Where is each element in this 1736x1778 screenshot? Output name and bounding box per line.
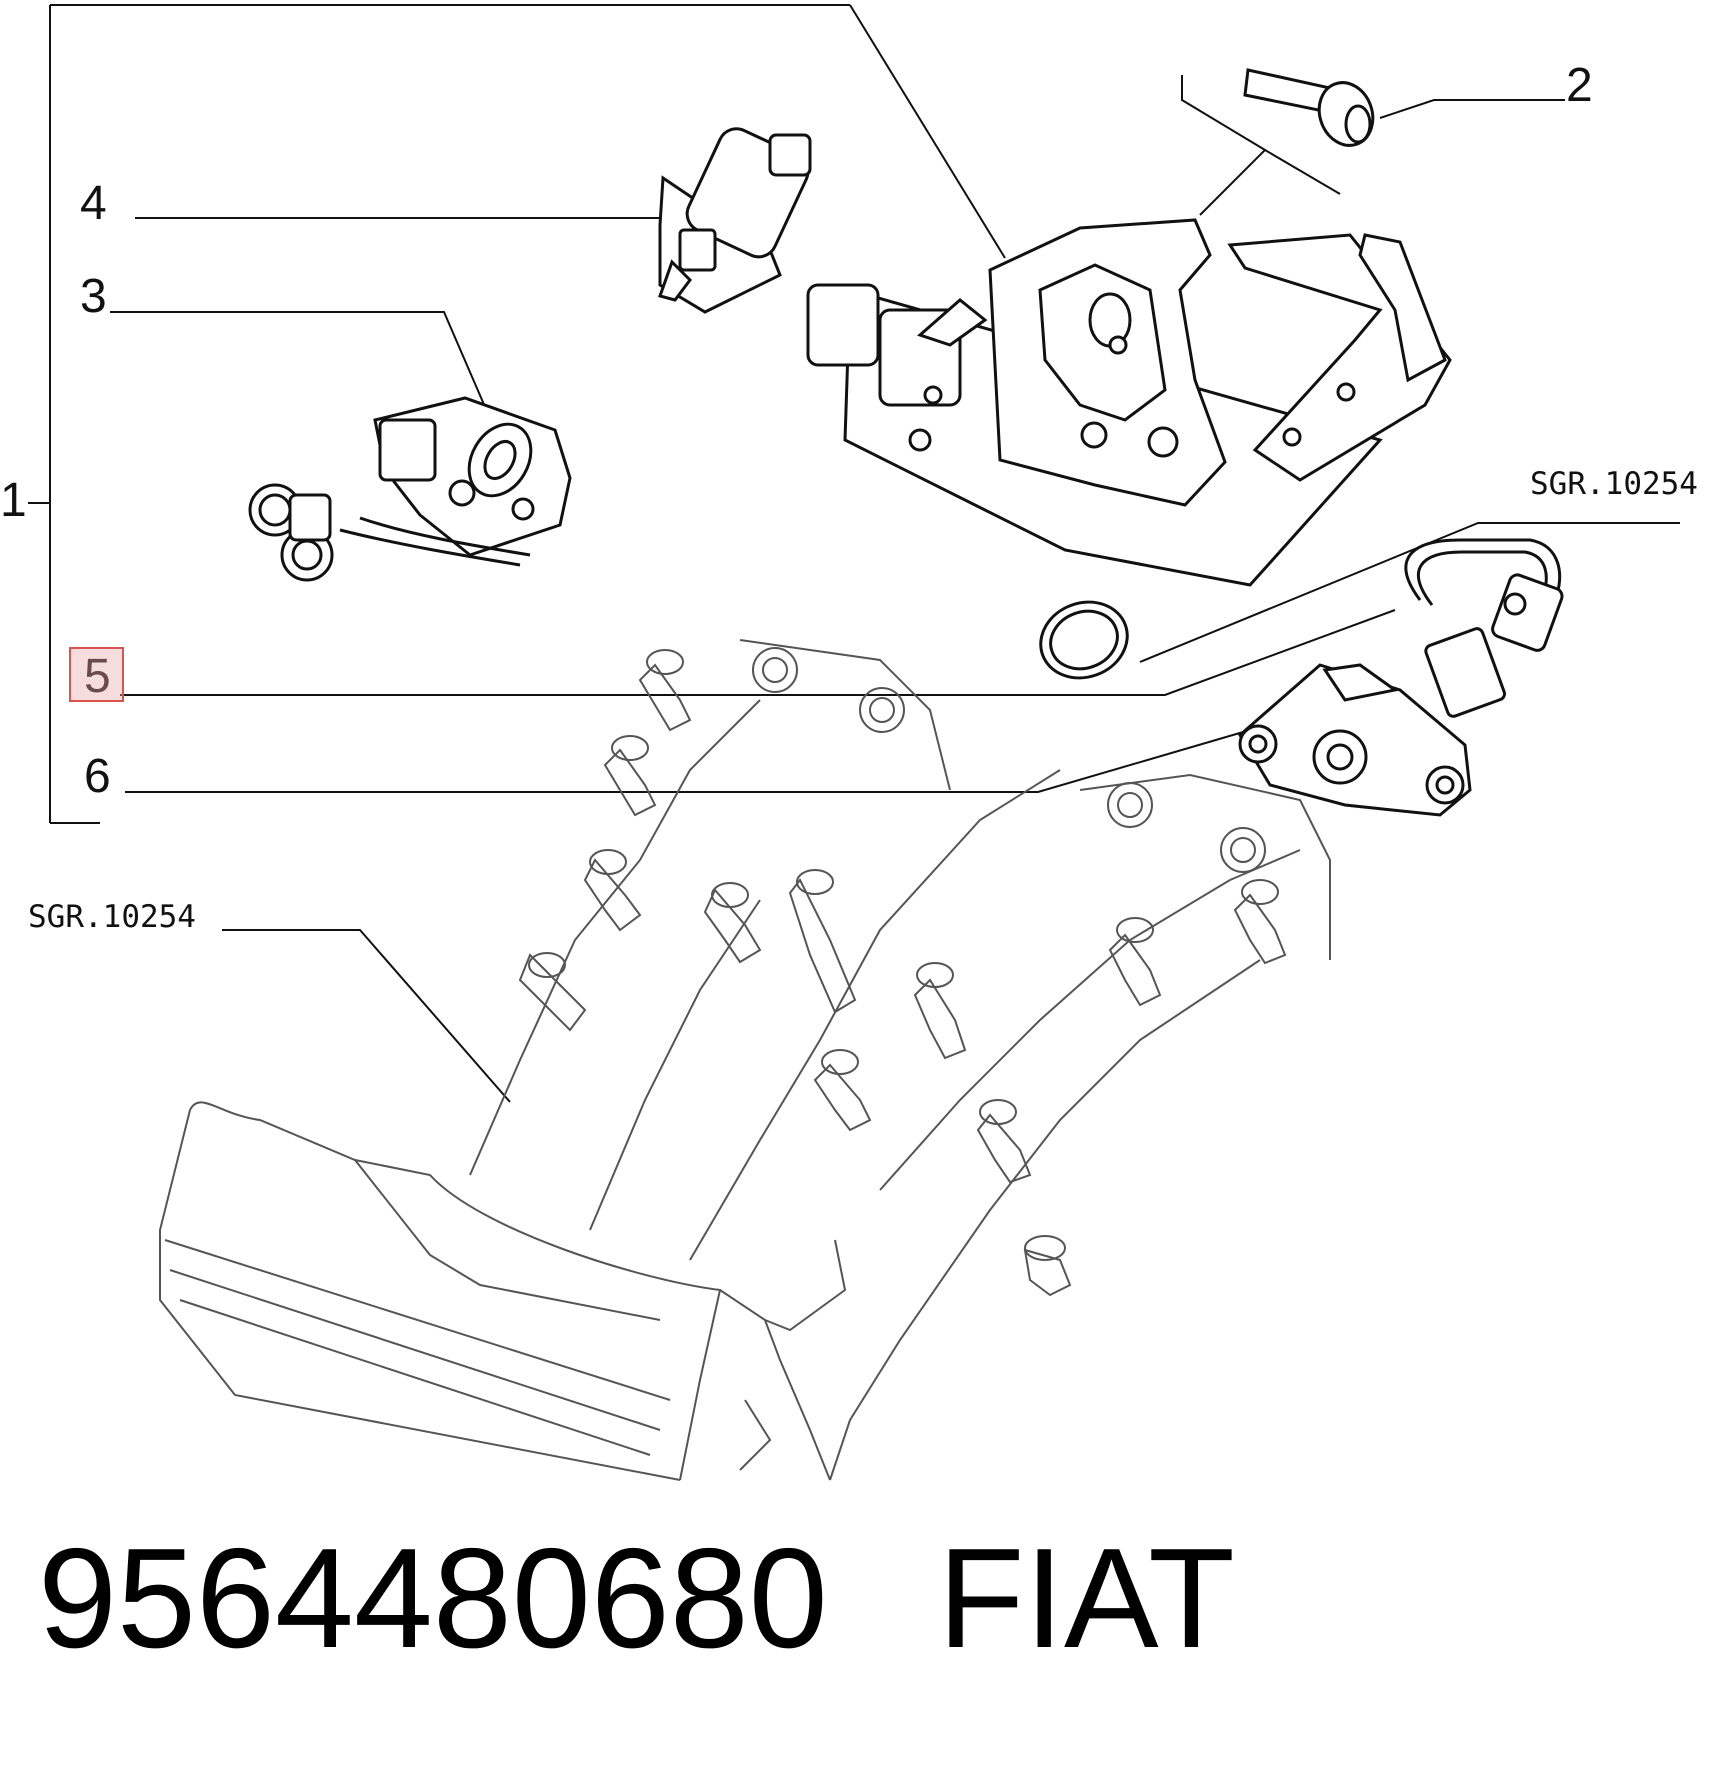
leader-6 bbox=[125, 729, 1251, 793]
part-number: 9564480680 bbox=[38, 1519, 828, 1678]
idle-actuator-part-4 bbox=[658, 127, 812, 314]
leader-bolt-a bbox=[1181, 75, 1267, 216]
callout-2: 2 bbox=[1566, 59, 1593, 112]
brand-name: FIAT bbox=[937, 1519, 1235, 1678]
intake-manifold-outline bbox=[159, 639, 1331, 1481]
reference-label-left: SGR.10254 bbox=[28, 899, 196, 935]
throttle-body-assembly bbox=[806, 218, 1452, 587]
leader-sgr-left bbox=[222, 929, 511, 1103]
callout-5-highlight bbox=[69, 647, 124, 702]
o-ring-seal bbox=[1039, 600, 1129, 680]
leader-bolt-b bbox=[1264, 149, 1341, 195]
leader-3 bbox=[110, 311, 496, 431]
leader-5 bbox=[120, 609, 1396, 696]
callout-4: 4 bbox=[80, 177, 107, 230]
leader-2 bbox=[1379, 99, 1565, 119]
callout-5: 5 bbox=[84, 650, 111, 703]
callout-6: 6 bbox=[84, 750, 111, 803]
callout-1: 1 bbox=[0, 474, 27, 527]
bolt-part-2 bbox=[1243, 68, 1375, 147]
harness-connector-part-5 bbox=[1404, 538, 1564, 718]
sensor-part-3 bbox=[248, 396, 572, 582]
injector-bosses bbox=[518, 649, 1287, 1297]
throttle-position-sensor-part-6 bbox=[1238, 663, 1472, 817]
reference-label-right: SGR.10254 bbox=[1530, 466, 1698, 502]
callout-3: 3 bbox=[80, 270, 107, 323]
leader-lines bbox=[110, 4, 1680, 1103]
leader-sgr-right bbox=[1139, 522, 1680, 663]
leader-1 bbox=[849, 4, 1006, 259]
assembly-bracket bbox=[28, 4, 850, 824]
